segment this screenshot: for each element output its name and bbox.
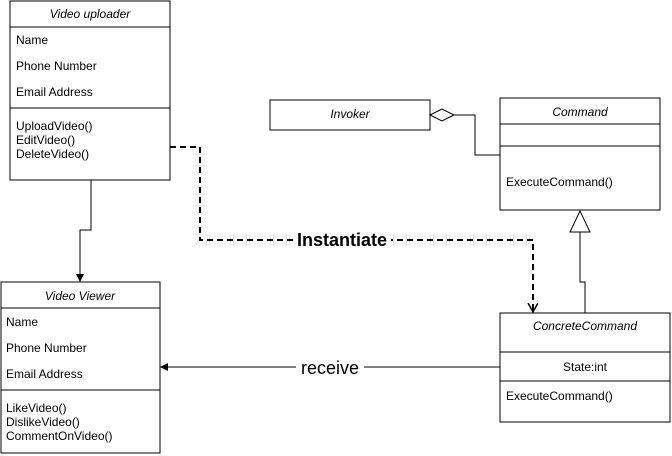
aggregation-line <box>454 114 500 156</box>
video-viewer-class[interactable]: Video Viewer Name Phone Number Email Add… <box>0 281 161 454</box>
generalization-line <box>579 232 586 313</box>
command-title: Command <box>552 105 608 119</box>
video-uploader-class[interactable]: Video uploader Name Phone Number Email A… <box>9 0 171 181</box>
video-uploader-title: Video uploader <box>50 7 132 21</box>
video-viewer-attr-email: Email Address <box>6 367 83 381</box>
instantiate-label-bg <box>293 229 391 251</box>
generalization-triangle-icon <box>569 209 591 233</box>
video-uploader-attr-email: Email Address <box>16 85 93 99</box>
command-method-execute: ExecuteCommand() <box>506 175 613 189</box>
instantiate-label: Instantiate <box>297 230 387 250</box>
video-viewer-attr-name: Name <box>6 315 38 329</box>
invoker-title: Invoker <box>330 107 370 121</box>
video-uploader-attr-phone: Phone Number <box>16 59 97 73</box>
video-viewer-method-dislike: DislikeVideo() <box>6 415 80 429</box>
video-uploader-attr-name: Name <box>16 33 48 47</box>
video-viewer-method-like: LikeVideo() <box>6 401 66 415</box>
instantiate-dashed-arrow <box>170 146 533 312</box>
concrete-command-attr-state: State:int <box>563 360 608 374</box>
concrete-command-class[interactable]: ConcreteCommand State:int ExecuteCommand… <box>499 312 671 423</box>
receive-label-bg <box>296 356 364 378</box>
receive-label: receive <box>301 358 359 378</box>
concrete-command-method-execute: ExecuteCommand() <box>506 389 613 403</box>
video-viewer-attr-phone: Phone Number <box>6 341 87 355</box>
video-uploader-method-delete: DeleteVideo() <box>16 147 89 161</box>
video-uploader-method-edit: EditVideo() <box>16 133 75 147</box>
concrete-command-title: ConcreteCommand <box>533 319 637 333</box>
video-viewer-method-comment: CommentOnVideo() <box>6 429 113 443</box>
video-viewer-title: Video Viewer <box>45 289 116 303</box>
command-class[interactable]: Command ExecuteCommand() <box>499 97 661 211</box>
uploader-to-viewer-arrow <box>76 180 92 282</box>
aggregation-diamond-icon <box>428 108 456 122</box>
invoker-class[interactable]: Invoker <box>269 99 431 131</box>
video-uploader-method-upload: UploadVideo() <box>16 119 93 133</box>
